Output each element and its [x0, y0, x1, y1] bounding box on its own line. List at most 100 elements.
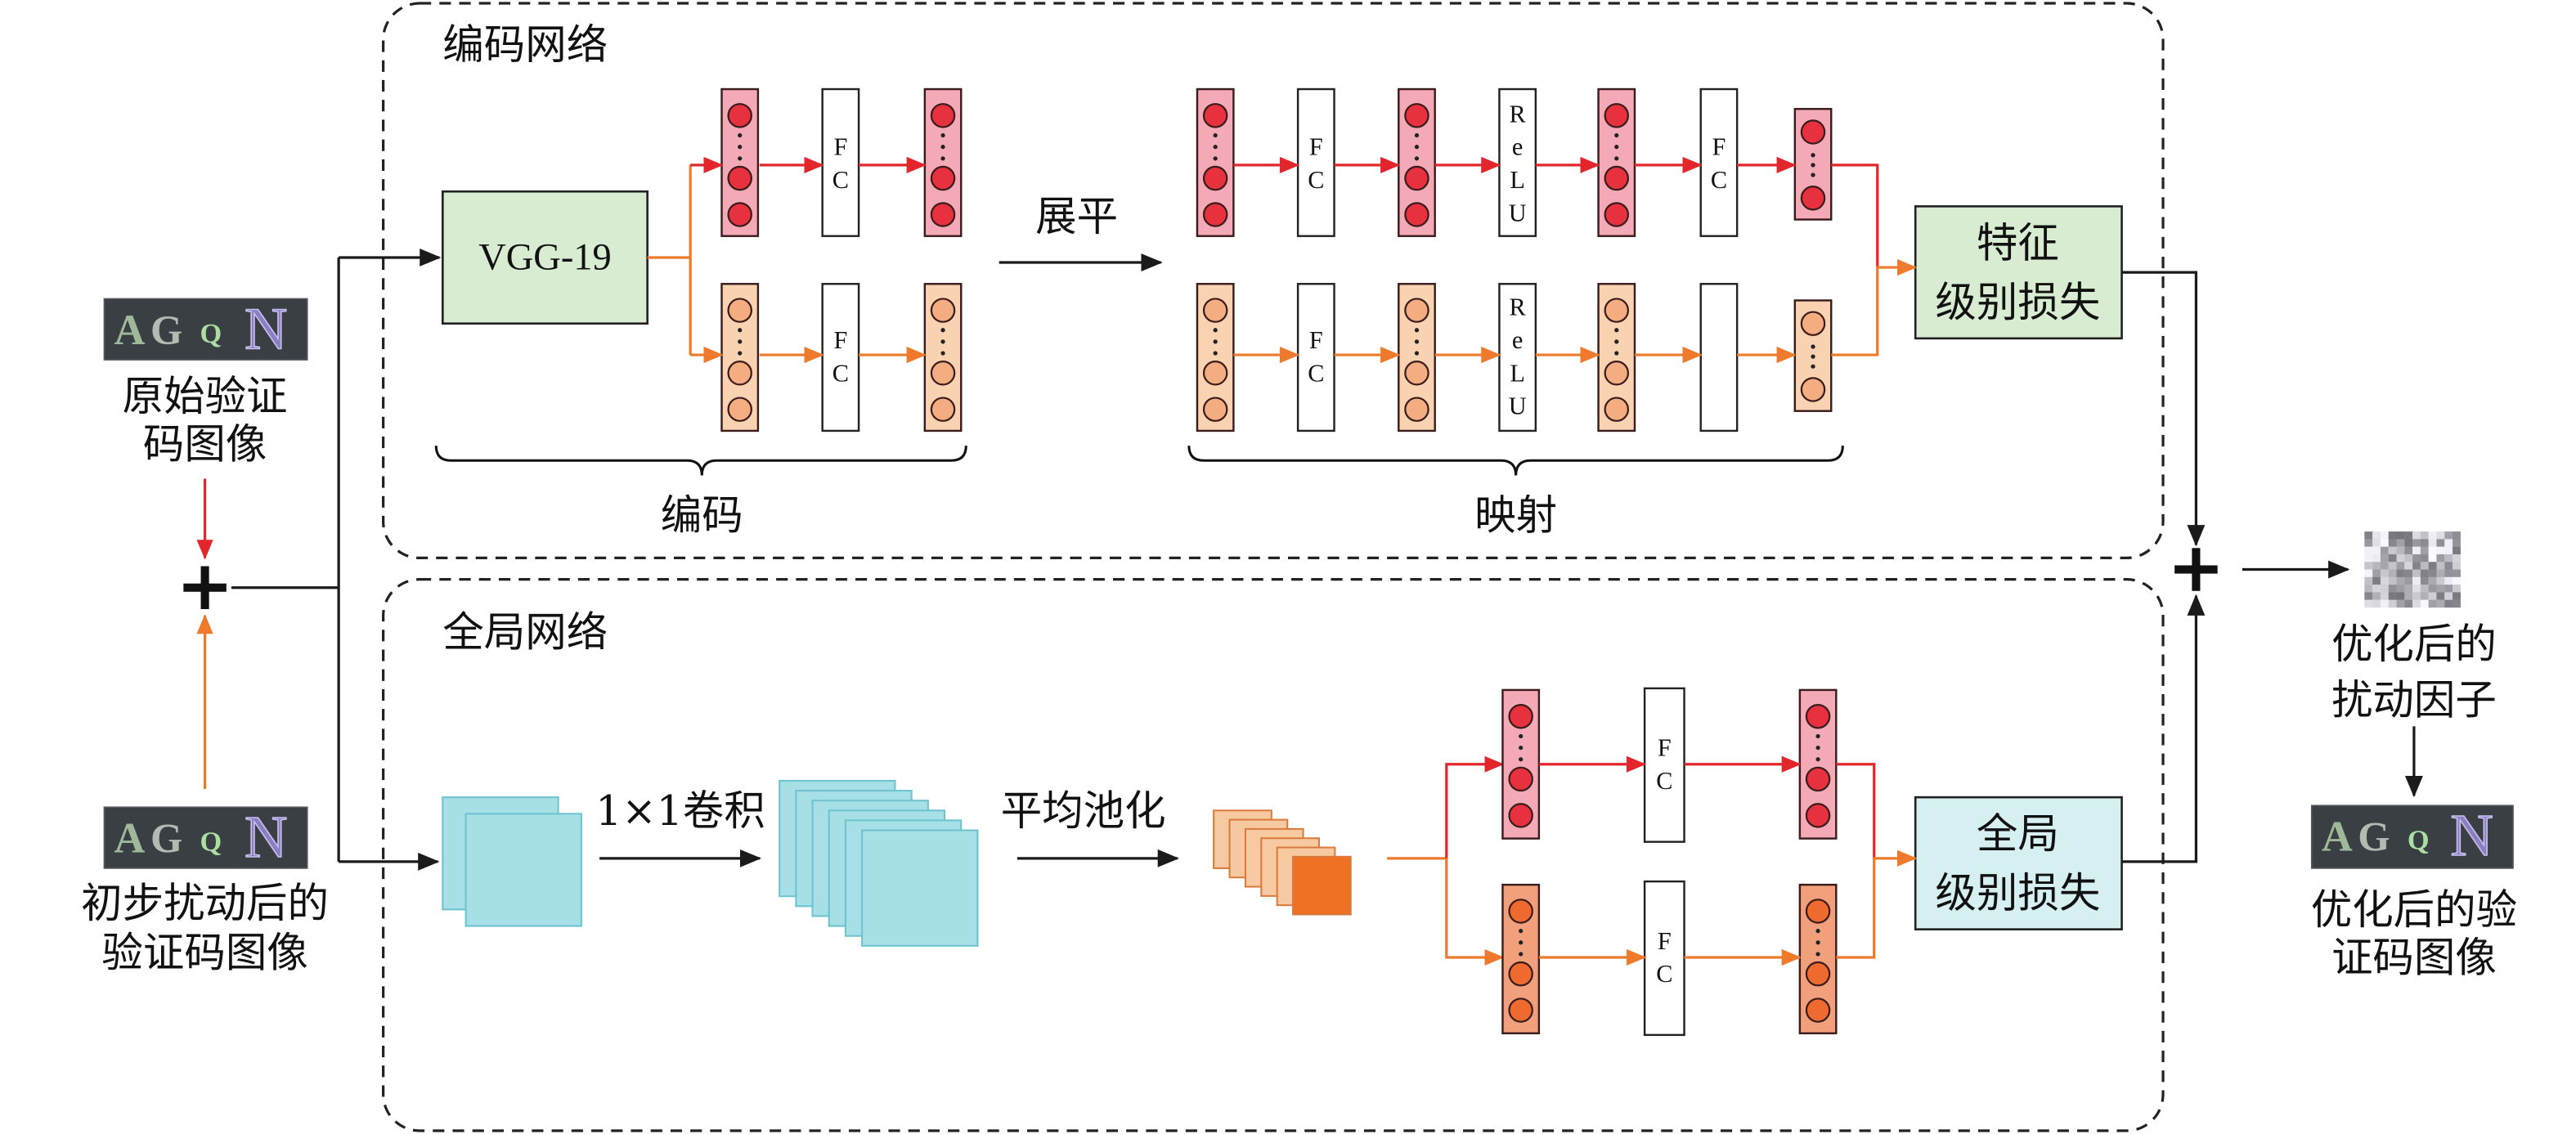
perturbation-pixel: [2388, 531, 2397, 540]
ellipsis-dot: [1811, 173, 1815, 177]
feature-loss-label-line2: 级别损失: [1935, 278, 2100, 326]
neuron: [1805, 899, 1831, 924]
perturbation-pixel: [2404, 599, 2413, 608]
perturbation-pixel: [2453, 592, 2461, 600]
ellipsis-dot: [940, 339, 945, 344]
perturbation-pixel: [2364, 554, 2373, 563]
feature-map: [861, 829, 979, 947]
neuron: [1604, 103, 1630, 128]
ellipsis-dot: [1519, 745, 1524, 751]
ellipsis-dot: [738, 145, 743, 150]
ellipsis-dot: [1414, 132, 1420, 138]
optimized-captcha-label-line1: 优化后的验: [2311, 885, 2517, 934]
perturbation-pixel: [2436, 576, 2445, 585]
perturbation-pixel: [2444, 599, 2453, 608]
perturbation-pixel: [2428, 562, 2437, 570]
perturbation-pixel: [2428, 531, 2437, 540]
ellipsis-dot: [1213, 145, 1218, 150]
neuron-column: [1597, 87, 1636, 237]
ellipsis-dot: [1414, 339, 1420, 344]
neuron: [1800, 377, 1826, 402]
ellipsis-dot: [1519, 940, 1524, 945]
perturbation-pixel: [2388, 599, 2397, 608]
mapping-brace: [1187, 446, 1844, 476]
neuron: [1508, 803, 1533, 828]
ellipsis-dot: [1815, 733, 1820, 739]
ellipsis-dot: [1811, 163, 1815, 168]
neuron: [1404, 202, 1429, 227]
original-captcha-label-line2: 码图像: [143, 420, 267, 468]
perturbation-pixel: [2380, 585, 2389, 593]
perturbation-pixel: [2364, 576, 2373, 585]
relu-layer: [1498, 87, 1537, 237]
perturbation-pixel: [2420, 539, 2429, 547]
ellipsis-dot: [1815, 745, 1820, 751]
perturbation-pixel: [2380, 539, 2389, 547]
neuron-column: [1196, 283, 1235, 433]
perturbation-pixel: [2372, 546, 2381, 555]
arrow: [1831, 258, 1918, 356]
ellipsis-dot: [1519, 733, 1524, 739]
neuron-column: [720, 283, 760, 433]
perturbation-pixel: [2453, 546, 2461, 555]
ellipsis-dot: [1213, 328, 1218, 333]
perturbation-pixel: [2388, 569, 2397, 578]
ellipsis-dot: [738, 328, 743, 333]
ellipsis-dot: [1815, 929, 1820, 934]
feature-map: [464, 813, 582, 927]
perturbation-pixel: [2412, 554, 2421, 563]
ellipsis-dot: [1614, 328, 1619, 333]
ellipsis-dot: [1614, 132, 1619, 138]
neuron: [1805, 766, 1831, 792]
perturbation-pixel: [2428, 569, 2437, 578]
arrow: [1445, 858, 1505, 966]
perturbation-pixel: [2404, 531, 2413, 540]
fc-layer: [1643, 687, 1685, 843]
encoder-network-panel: [382, 2, 2165, 560]
neuron: [1805, 997, 1831, 1023]
ellipsis-dot: [738, 351, 743, 356]
ellipsis-dot: [940, 328, 945, 333]
perturbation-pixel: [2380, 592, 2389, 600]
perturbation-pixel: [2364, 569, 2373, 578]
perturbation-pixel: [2396, 562, 2405, 570]
neuron: [1604, 361, 1630, 386]
perturbation-pixel: [2396, 554, 2405, 563]
neuron: [1805, 803, 1831, 828]
perturbation-pixel: [2412, 599, 2421, 608]
plus-vertical-bar: [200, 566, 209, 609]
perturbation-pixel: [2436, 539, 2445, 547]
ellipsis-dot: [940, 156, 945, 161]
perturbation-pixel: [2404, 546, 2413, 555]
perturbation-pixel: [2420, 576, 2429, 585]
perturbation-pixel: [2372, 576, 2381, 585]
captcha-char: N: [245, 295, 287, 361]
encode-stage-label: 编码: [661, 491, 743, 539]
perturbation-pixel: [2420, 554, 2429, 563]
perturbation-pixel: [2364, 599, 2373, 608]
neuron: [1202, 298, 1228, 323]
perturbation-pixel: [2388, 546, 2397, 555]
neuron: [727, 165, 752, 191]
perturbation-pixel: [2428, 539, 2437, 547]
input-feature-maps: [442, 796, 582, 927]
captcha-char: A: [114, 307, 146, 354]
diagram-shapes: [196, 87, 2461, 1037]
perturbation-pixel: [2396, 576, 2405, 585]
perturbation-pixel: [2412, 576, 2421, 585]
neuron: [1508, 703, 1533, 729]
perturbation-pixel: [2380, 569, 2389, 578]
neuron: [1404, 103, 1429, 128]
neuron: [1604, 397, 1630, 422]
ellipsis-dot: [1614, 145, 1619, 150]
perturbation-pixel: [2436, 531, 2445, 540]
neuron: [1604, 298, 1630, 323]
neuron-column: [1196, 87, 1235, 237]
perturbation-pixel: [2436, 585, 2445, 593]
perturbed-captcha-image: A G Q N: [103, 803, 308, 871]
optimized-perturbation-label-line1: 优化后的: [2331, 620, 2497, 668]
perturbation-pixel: [2453, 569, 2461, 578]
ellipsis-dot: [1519, 929, 1524, 934]
captcha-char: G: [2358, 814, 2390, 860]
